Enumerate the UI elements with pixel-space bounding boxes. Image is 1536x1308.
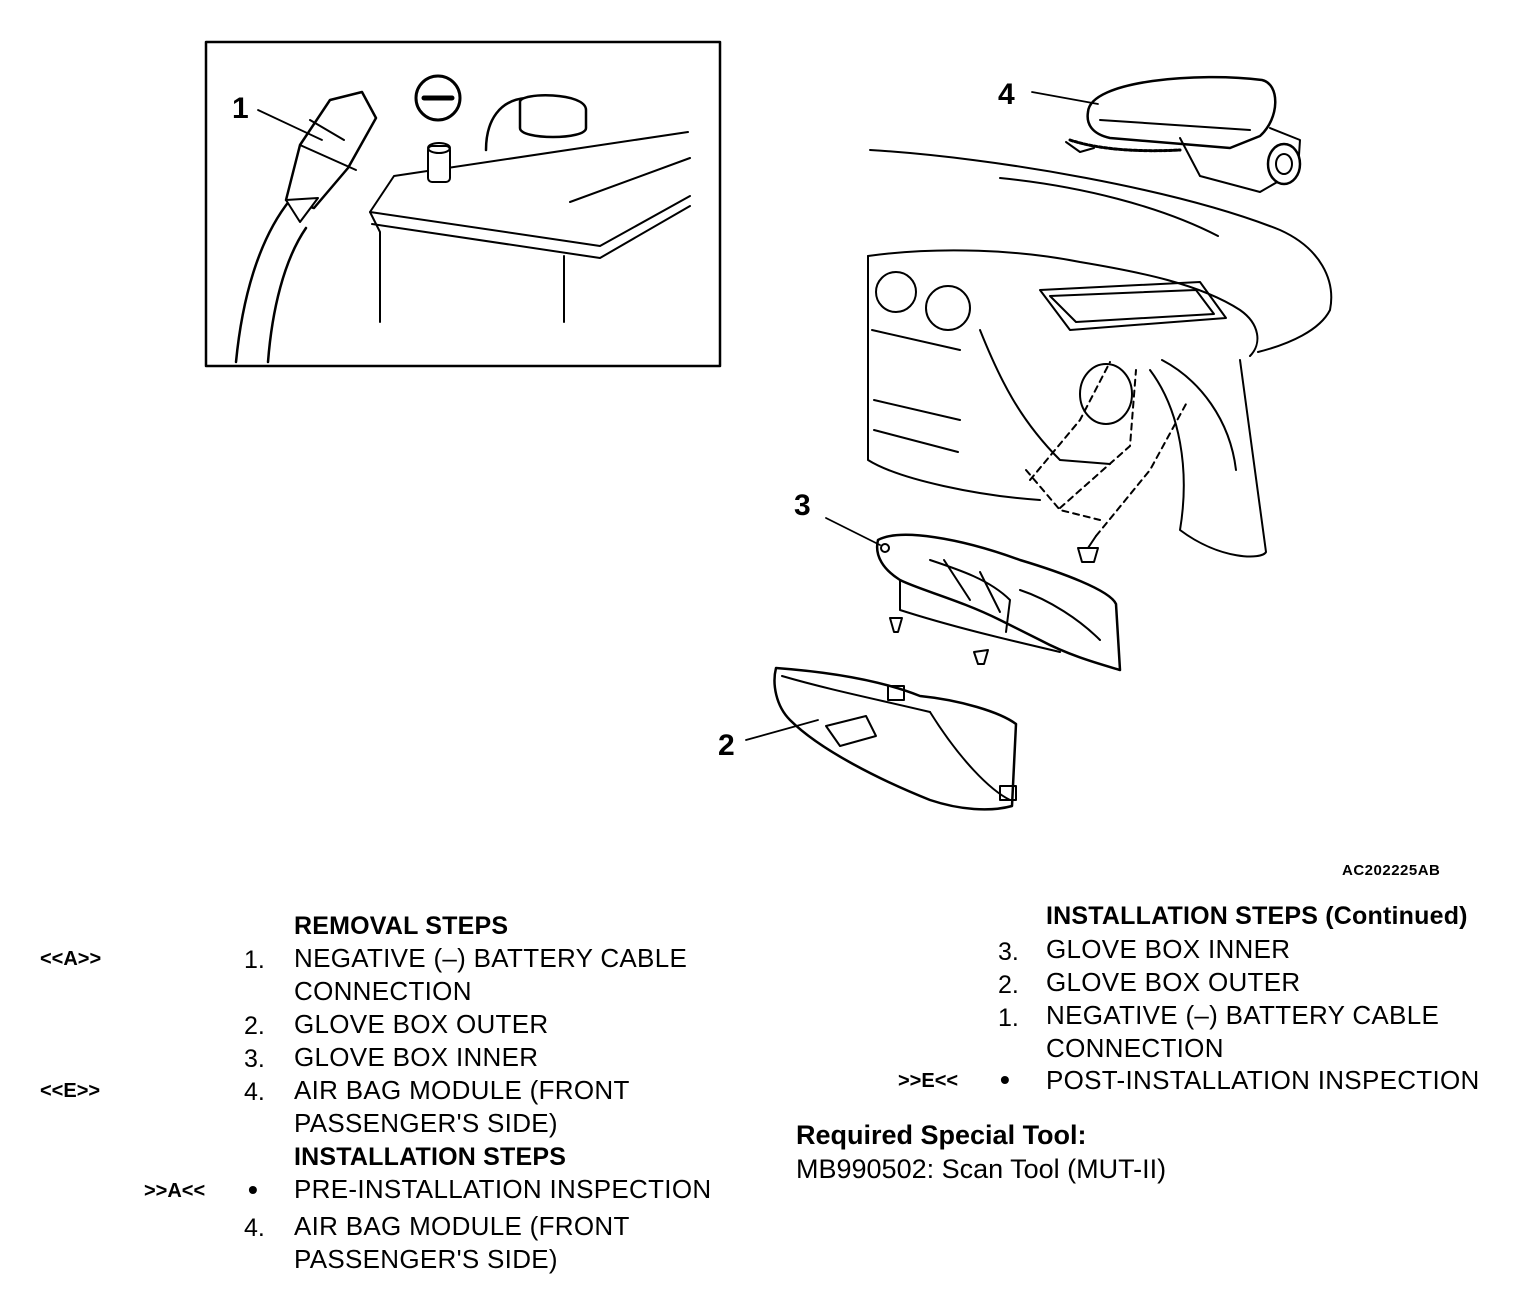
step-number: 3.: [998, 938, 1019, 966]
callout-2: 2: [718, 729, 735, 762]
step-number: 2.: [244, 1012, 265, 1040]
special-tool-item: MB990502: Scan Tool (MUT-II): [796, 1154, 1167, 1184]
callout-1: 1: [232, 92, 249, 125]
step-text: GLOVE BOX INNER: [294, 1042, 539, 1072]
step-number: 1.: [244, 946, 265, 974]
step-text: AIR BAG MODULE (FRONT: [294, 1211, 630, 1241]
step-text: GLOVE BOX INNER: [1046, 934, 1291, 964]
step-text: PASSENGER'S SIDE): [294, 1108, 558, 1138]
step-text: POST-INSTALLATION INSPECTION: [1046, 1065, 1480, 1095]
step-text: AIR BAG MODULE (FRONT: [294, 1075, 630, 1105]
step-number: 1.: [998, 1004, 1019, 1032]
air-bag-module-drawing: [1065, 75, 1302, 193]
step-number: 2.: [998, 971, 1019, 999]
special-tool-title: Required Special Tool:: [796, 1120, 1087, 1150]
step-number: 4.: [244, 1214, 265, 1242]
service-code: >>E<<: [898, 1070, 959, 1092]
service-code: <<E>>: [40, 1080, 101, 1102]
step-text: NEGATIVE (–) BATTERY CABLE: [294, 943, 688, 973]
step-text: NEGATIVE (–) BATTERY CABLE: [1046, 1000, 1440, 1030]
battery-inset: [204, 40, 722, 368]
step-text: GLOVE BOX OUTER: [294, 1009, 549, 1039]
installation-steps-title: INSTALLATION STEPS: [294, 1143, 567, 1171]
installation-continued-title: INSTALLATION STEPS (Continued): [1046, 902, 1468, 930]
callout-3: 3: [794, 489, 811, 522]
step-bullet: •: [1000, 1064, 1010, 1095]
figure-id: AC202225AB: [1342, 862, 1441, 879]
removal-steps-title: REMOVAL STEPS: [294, 912, 509, 940]
step-text: GLOVE BOX OUTER: [1046, 967, 1301, 997]
step-text: PRE-INSTALLATION INSPECTION: [294, 1174, 712, 1204]
step-text: CONNECTION: [294, 976, 472, 1006]
step-number: 4.: [244, 1078, 265, 1106]
step-text: CONNECTION: [1046, 1033, 1224, 1063]
step-text: PASSENGER'S SIDE): [294, 1244, 558, 1274]
service-code: >>A<<: [144, 1180, 206, 1202]
service-code: <<A>>: [40, 948, 102, 970]
step-bullet: •: [248, 1174, 258, 1205]
dashboard-drawing: [867, 149, 1333, 563]
step-number: 3.: [244, 1045, 265, 1073]
leader-lines: [257, 91, 1099, 741]
glove-box-outer-drawing: [773, 666, 1018, 811]
callout-4: 4: [998, 78, 1015, 111]
minus-sign-icon: [414, 74, 462, 122]
glove-box-inner-drawing: [875, 533, 1122, 672]
